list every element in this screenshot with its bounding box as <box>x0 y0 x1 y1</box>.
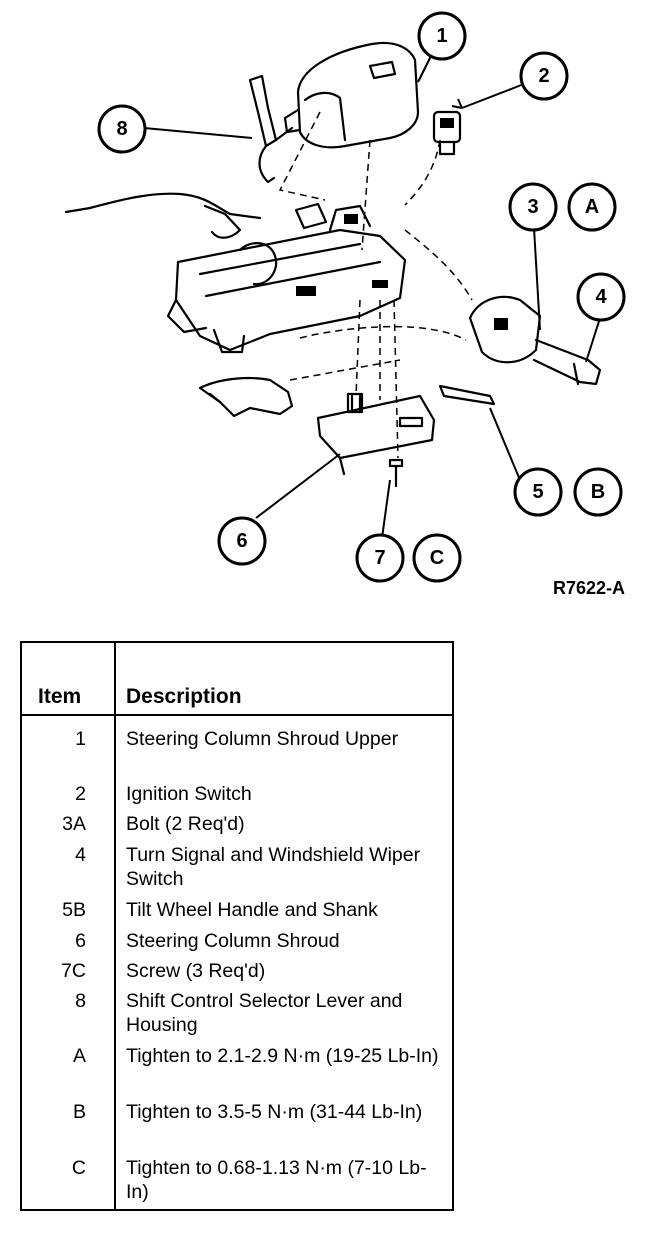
svg-text:4: 4 <box>595 286 607 308</box>
callout-C: C <box>412 533 462 583</box>
row-description: Steering Column Shroud <box>126 930 340 952</box>
row-item: 8 <box>75 990 86 1012</box>
callout-1: 1 <box>417 11 467 61</box>
row-description: Steering Column Shroud Upper <box>126 728 399 750</box>
svg-text:3: 3 <box>527 196 538 218</box>
header-divider <box>22 714 452 716</box>
svg-text:C: C <box>430 547 444 569</box>
legend-table: Item Description 1 Steering Column Shrou… <box>20 641 454 1211</box>
row-item: 7C <box>61 960 86 982</box>
row-item: 1 <box>75 728 86 750</box>
callout-6: 6 <box>217 516 267 566</box>
description-column-header: Description <box>126 685 242 708</box>
row-description: Screw (3 Req'd) <box>126 960 266 982</box>
column-body-drawing <box>166 204 407 354</box>
row-item: 2 <box>75 783 86 805</box>
callout-4: 4 <box>576 272 626 322</box>
row-item: 6 <box>75 930 86 952</box>
figure-code: R7622-A <box>553 578 626 598</box>
screw-drawing <box>388 458 404 488</box>
row-item: 5B <box>62 899 86 921</box>
lower-shroud-drawing <box>316 392 436 476</box>
svg-text:6: 6 <box>236 530 247 552</box>
svg-text:8: 8 <box>116 118 127 140</box>
row-item: 3A <box>62 813 86 835</box>
svg-text:5: 5 <box>532 481 543 503</box>
callout-A: A <box>567 182 617 232</box>
row-description: Shift Control Selector Lever and Housing <box>126 990 403 1036</box>
row-description: Tilt Wheel Handle and Shank <box>126 899 378 921</box>
svg-text:1: 1 <box>436 25 447 47</box>
row-description: Tighten to 2.1-2.9 N·m (19-25 Lb-In) <box>126 1045 439 1067</box>
upper-shroud-drawing <box>283 41 420 149</box>
svg-text:2: 2 <box>538 65 549 87</box>
row-description: Turn Signal and Windshield Wiper Switch <box>126 844 421 890</box>
exploded-view-diagram: 1 2 3 A 4 5 B 6 7 C 8 <box>64 11 626 583</box>
callout-2: 2 <box>519 51 569 101</box>
row-item: A <box>72 1045 86 1067</box>
column-divider <box>114 643 116 1209</box>
callout-B: B <box>573 467 623 517</box>
callout-8: 8 <box>97 104 147 154</box>
row-description: Tighten to 0.68-1.13 N·m (7-10 Lb-In) <box>126 1157 427 1203</box>
callout-5: 5 <box>513 467 563 517</box>
row-item: 4 <box>75 844 86 866</box>
row-item: C <box>71 1157 86 1179</box>
callout-3: 3 <box>508 182 558 232</box>
shift-lever-drawing <box>248 74 294 184</box>
multifunction-switch-drawing <box>468 295 602 386</box>
svg-text:A: A <box>585 196 599 218</box>
row-description: Ignition Switch <box>126 783 252 805</box>
row-description: Bolt (2 Req'd) <box>126 813 245 835</box>
svg-text:7: 7 <box>374 547 385 569</box>
svg-text:B: B <box>591 481 605 503</box>
item-column-header: Item <box>38 685 82 708</box>
ignition-switch-drawing <box>432 110 462 156</box>
callout-7: 7 <box>355 533 405 583</box>
row-description: Tighten to 3.5-5 N·m (31-44 Lb-In) <box>126 1101 423 1123</box>
row-item: B <box>72 1101 86 1123</box>
